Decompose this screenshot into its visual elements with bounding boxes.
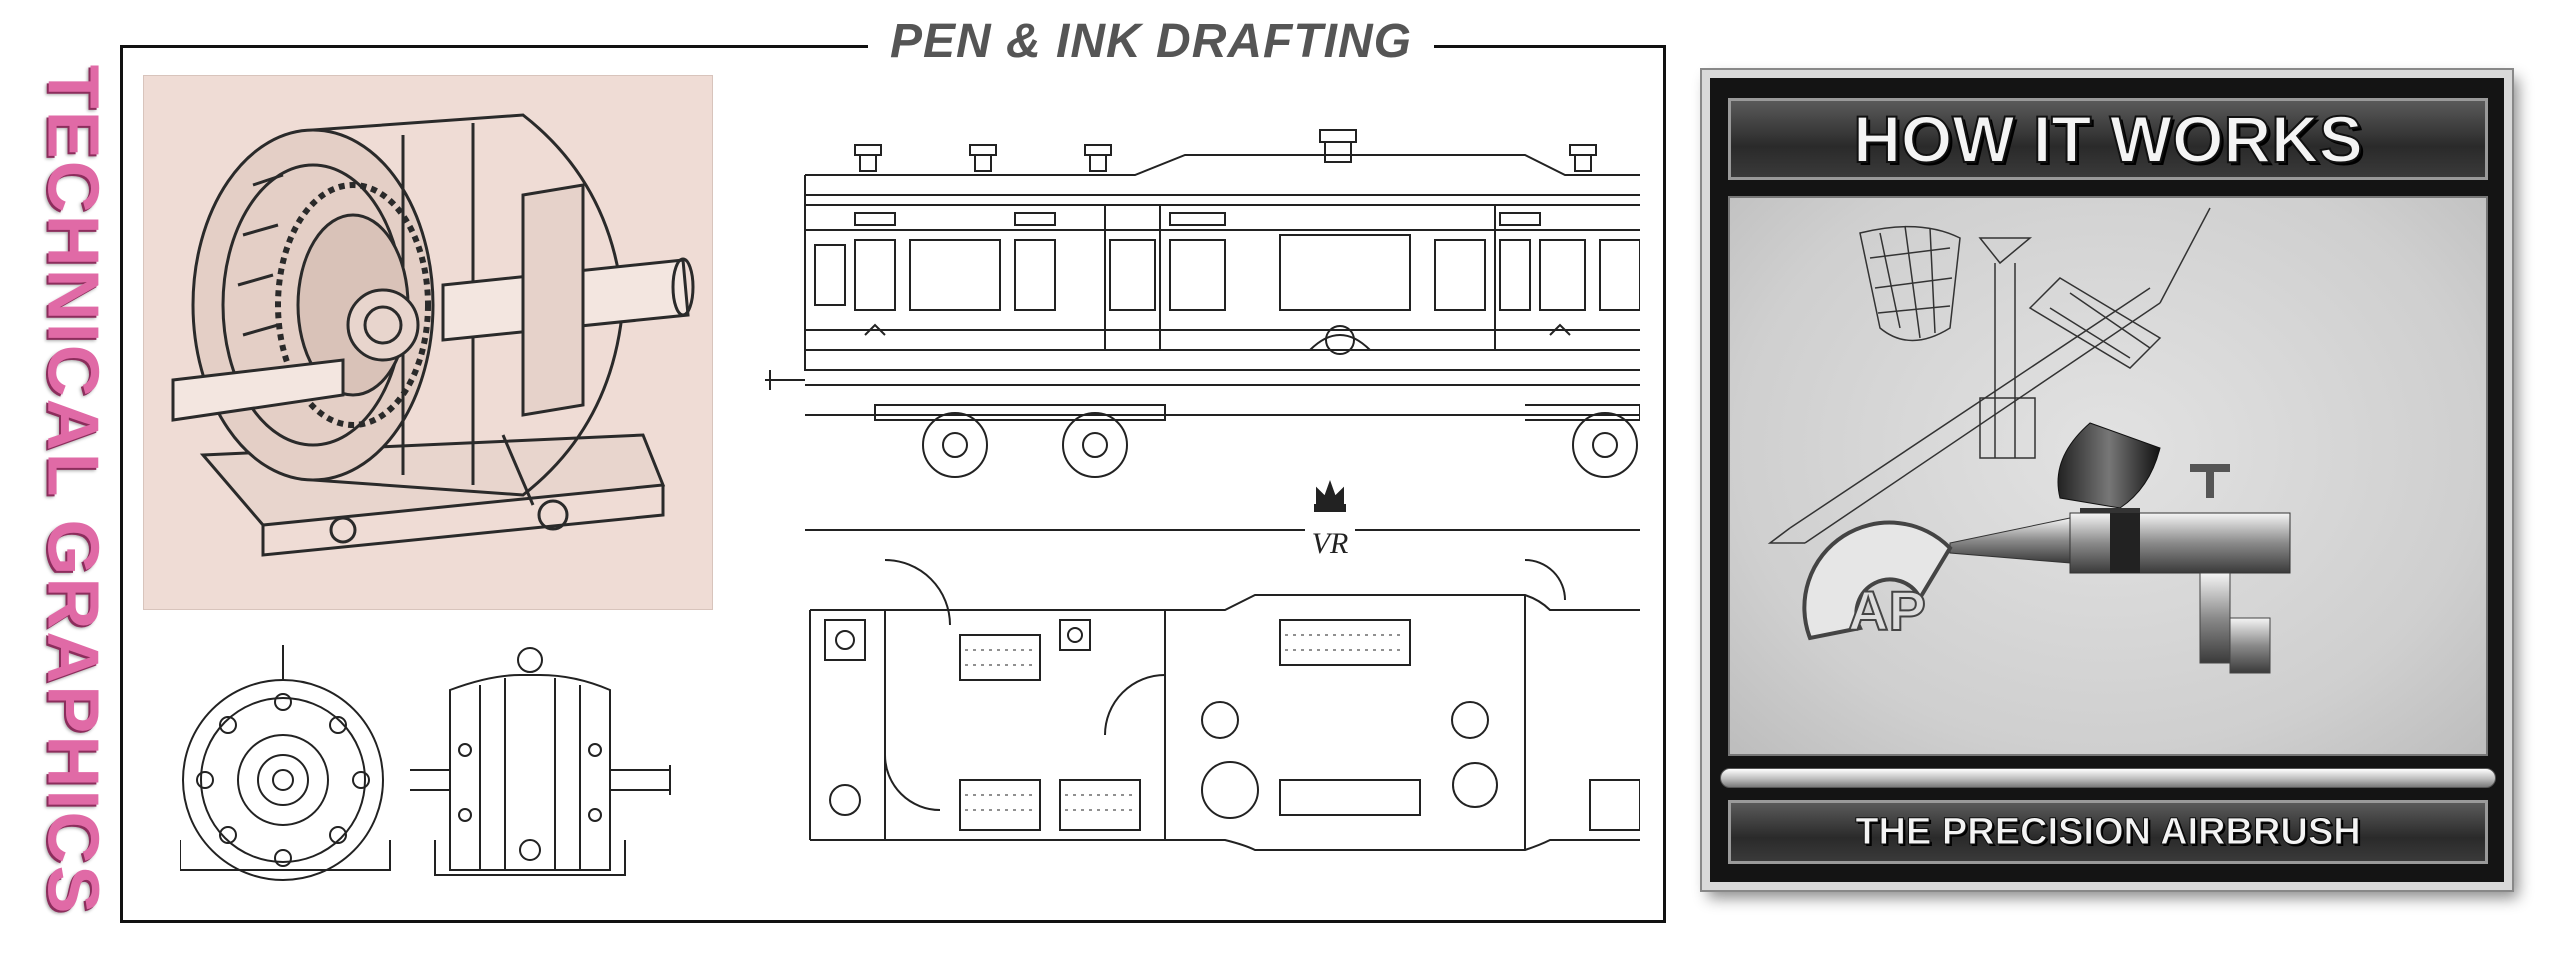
- royal-crest-divider: VR: [805, 480, 1640, 560]
- side-title-text: TECHNICAL GRAPHICS: [32, 64, 112, 916]
- carriage-floor-plan: [809, 559, 1640, 851]
- how-it-works-caption: THE PRECISION AIRBRUSH: [1855, 810, 2361, 853]
- how-it-works-title-band: HOW IT WORKS: [1728, 98, 2488, 180]
- how-it-works-divider-bar: [1720, 768, 2496, 788]
- airbrush-illustration: AP: [1767, 207, 2291, 674]
- airbrush-artwork: AP: [1728, 196, 2488, 756]
- railway-carriage-elevation: [765, 129, 1640, 478]
- side-title: TECHNICAL GRAPHICS: [22, 40, 122, 940]
- motor-orthographic-views: [180, 645, 671, 881]
- airbrush-logo-text: AP: [1848, 579, 1926, 642]
- motor-cutaway-illustration: [143, 75, 713, 610]
- how-it-works-caption-band: THE PRECISION AIRBRUSH: [1728, 800, 2488, 864]
- drafting-title: PEN & INK DRAFTING: [868, 14, 1434, 69]
- how-it-works-title: HOW IT WORKS: [1852, 101, 2364, 177]
- crest-monogram: VR: [1312, 527, 1349, 560]
